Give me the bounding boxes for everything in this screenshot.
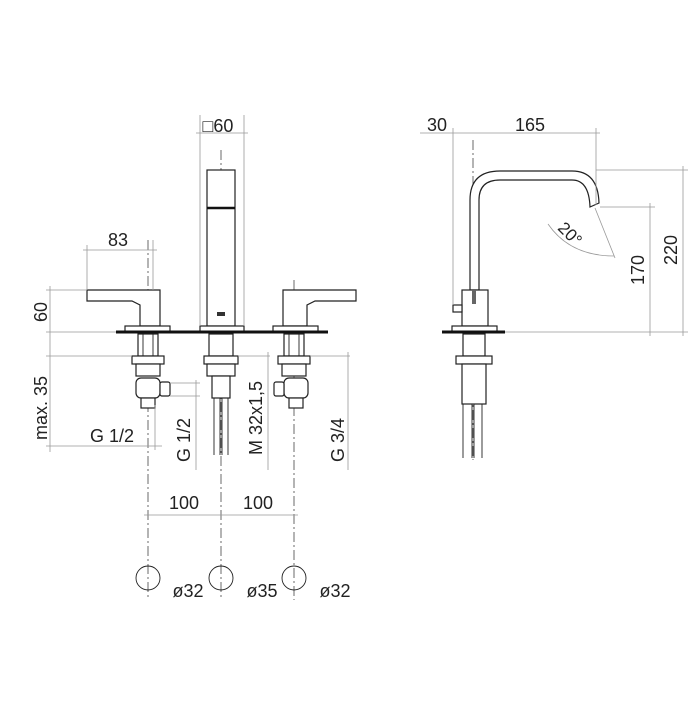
dim-spacing-left: 100 [169, 493, 199, 513]
dim-total-height: 220 [661, 235, 681, 265]
center-connector [203, 333, 239, 455]
dim-outlet-height: 170 [628, 255, 648, 285]
right-valve [273, 333, 311, 409]
hole-center [208, 565, 234, 591]
hole-center-label: ø35 [246, 581, 277, 601]
front-view: □60 83 60 max. 35 G 1/2 G 1/2 M 32x1,5 G… [31, 115, 357, 601]
right-handle [272, 289, 357, 333]
spout-arm [469, 170, 600, 291]
front-dimensions [46, 115, 350, 516]
dim-spacing-right: 100 [243, 493, 273, 513]
side-view: 30 165 20° 170 220 [420, 115, 688, 460]
dim-inlet-thread-h: G 1/2 [90, 426, 134, 446]
dim-projection: 165 [515, 115, 545, 135]
spout-body [199, 169, 245, 333]
hole-right [281, 565, 307, 591]
left-handle [86, 289, 171, 333]
hole-right-label: ø32 [319, 581, 350, 601]
dim-offset: 30 [427, 115, 447, 135]
dim-handle-reach: 83 [108, 230, 128, 250]
hole-left [135, 565, 161, 591]
dim-inlet-thread-v: G 1/2 [174, 418, 194, 462]
dim-spout-thread: M 32x1,5 [246, 381, 266, 455]
dim-angle: 20° [554, 218, 586, 250]
dim-outlet-thread: G 3/4 [328, 418, 348, 462]
dim-handle-height: 60 [31, 302, 51, 322]
left-valve [131, 333, 171, 409]
dim-max-deck: max. 35 [31, 376, 51, 440]
side-dimensions [420, 128, 688, 336]
hole-left-label: ø32 [172, 581, 203, 601]
dim-spout-square: □60 [203, 116, 234, 136]
